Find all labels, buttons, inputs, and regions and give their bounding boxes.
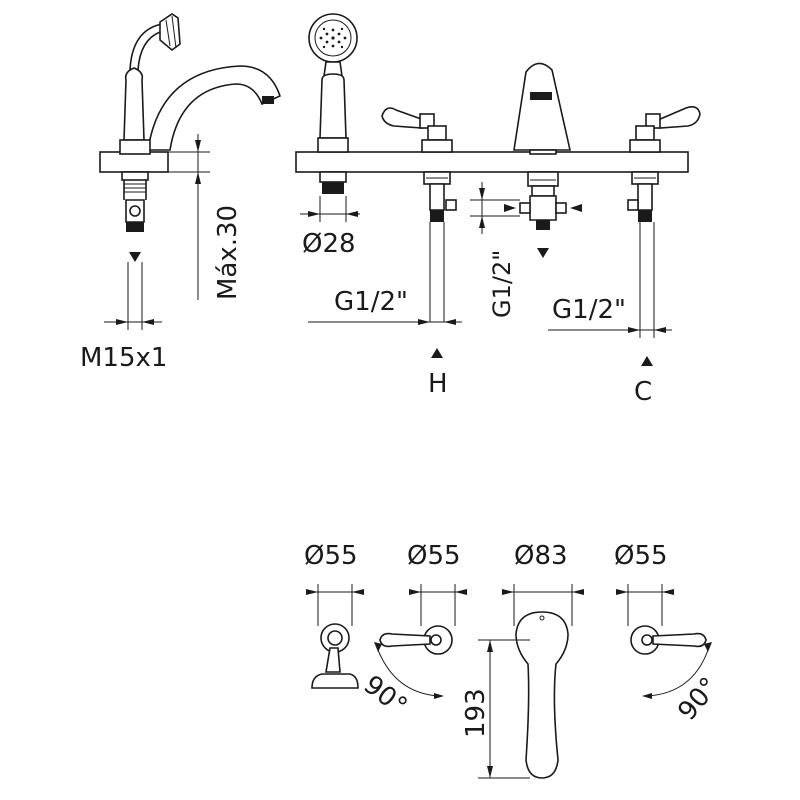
dim-g12-cold [548, 327, 672, 366]
spout-side-view [99, 13, 281, 330]
dim-g12-hot [308, 319, 462, 358]
top-view-spout [478, 584, 584, 779]
label-h: H [428, 369, 448, 399]
deck-plate-left [99, 151, 169, 173]
label-d83: Ø83 [514, 541, 568, 571]
label-90-left: 90° [358, 670, 413, 722]
label-d55-c: Ø55 [614, 541, 668, 571]
deck-plate-main [295, 151, 689, 173]
center-spout [504, 62, 582, 258]
label-c: C [634, 377, 652, 407]
hot-valve [381, 107, 457, 322]
label-193: 193 [461, 688, 491, 738]
top-view-shower-holder [306, 584, 364, 689]
label-90-right: 90° [672, 672, 725, 727]
cold-valve [627, 106, 701, 338]
label-m15x1: M15x1 [80, 343, 167, 373]
top-view-cold-valve [616, 584, 712, 699]
label-g12-hot: G1/2" [334, 287, 408, 317]
hand-shower [300, 13, 360, 222]
top-view-hot-valve [374, 584, 467, 699]
dim-g12-vertical [470, 182, 520, 234]
label-d55-a: Ø55 [304, 541, 358, 571]
label-g12-cold: G1/2" [552, 295, 626, 325]
dim-max30 [168, 134, 210, 300]
label-g12-vertical: G1/2" [488, 250, 516, 318]
label-max30: Máx.30 [213, 205, 243, 300]
label-d55-b: Ø55 [407, 541, 461, 571]
label-d28: Ø28 [302, 229, 356, 259]
